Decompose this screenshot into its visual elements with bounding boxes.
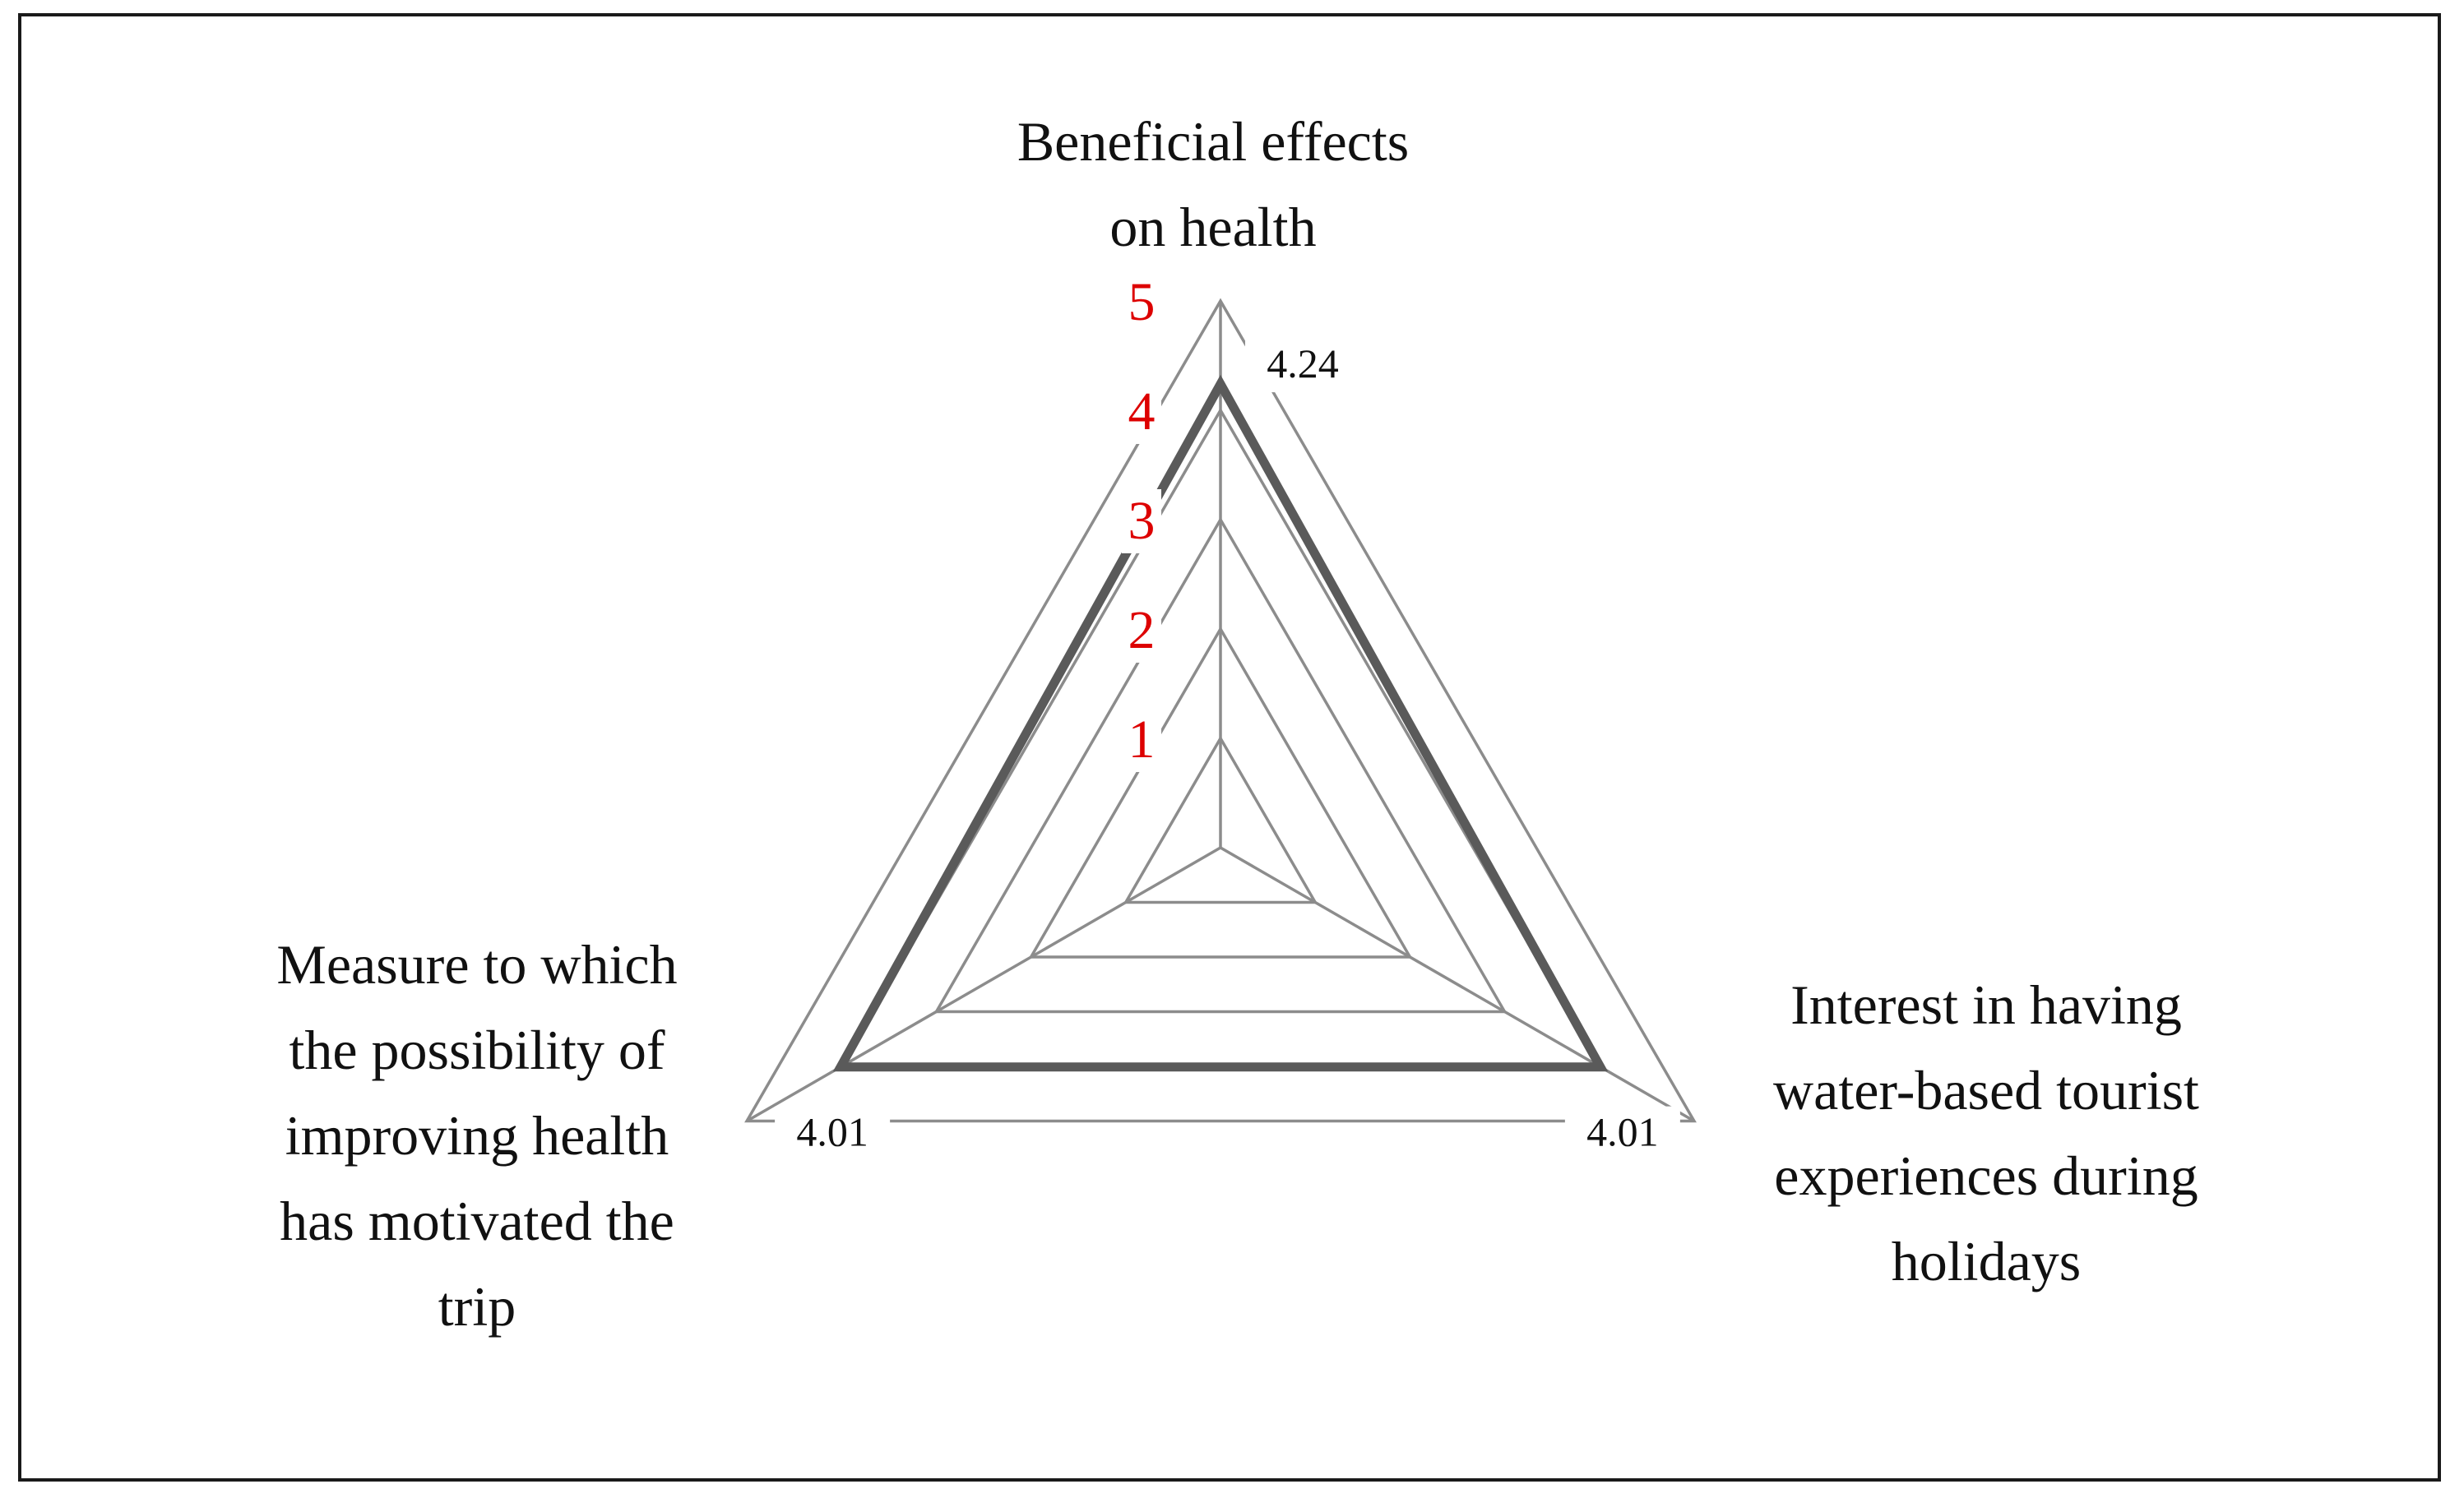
tick-label-2: 2 [1128,600,1156,660]
tick-label-1: 1 [1128,710,1156,770]
grid-ring-5 [744,298,1697,1123]
figure-frame [18,13,2441,1482]
radar-series [832,374,1609,1072]
data-label-bg-2 [775,1106,891,1161]
data-label-0: 4.24 [1267,340,1339,386]
tick-label-bg-3 [1122,489,1161,553]
axis-label-health-motivation: Measure to which the possibility of impr… [276,933,678,1338]
data-label-1: 4.01 [1586,1109,1659,1155]
grid-ring-2 [1028,626,1413,959]
grid-ring-3 [933,516,1508,1014]
data-label-2: 4.01 [796,1109,868,1155]
tick-label-bg-1 [1122,708,1161,772]
tick-label-bg-5 [1122,270,1161,335]
radar-tick-labels: 1 2 3 4 5 [1122,270,1161,772]
radar-data-labels: 4.24 4.01 4.01 [775,338,1680,1161]
radar-grid [744,298,1697,1123]
grid-ring-1 [1123,735,1318,904]
axis-label-beneficial-effects: Beneficial effects on health [1017,110,1410,258]
tick-label-5: 5 [1128,272,1156,332]
data-label-bg-0 [1245,338,1360,393]
tick-label-bg-2 [1122,599,1161,663]
tick-label-3: 3 [1128,491,1156,551]
grid-spoke-2 [746,846,1221,1123]
data-label-bg-1 [1564,1106,1680,1161]
tick-label-bg-4 [1122,380,1161,444]
axis-label-water-based-interest: Interest in having water-based tourist e… [1773,973,2199,1292]
tick-label-4: 4 [1128,381,1156,442]
series-polygon [832,374,1609,1072]
grid-spoke-1 [1220,846,1695,1123]
